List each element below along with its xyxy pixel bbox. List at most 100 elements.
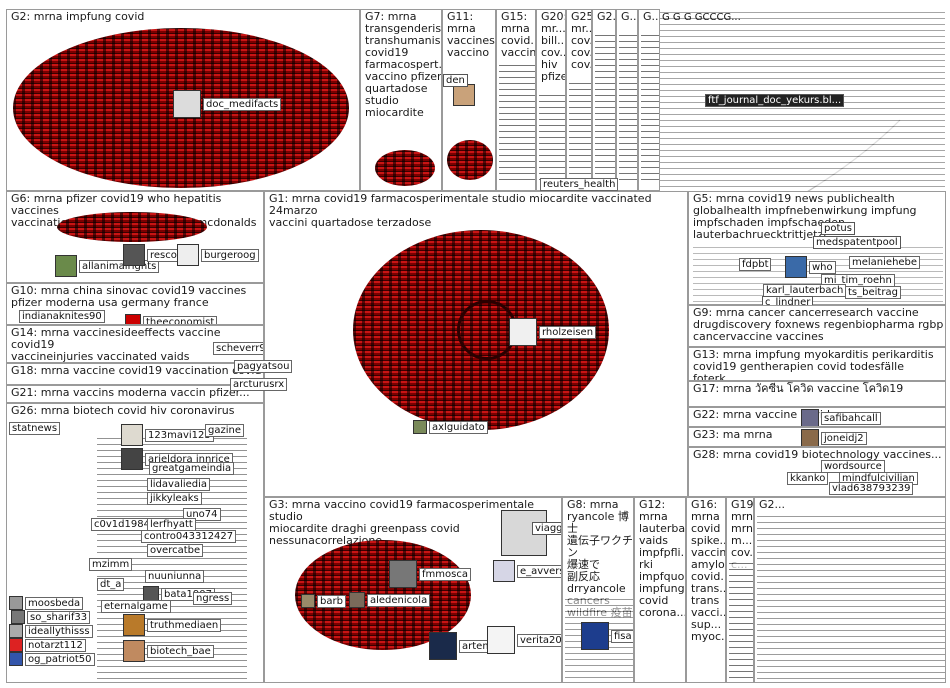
- node-cluster: [729, 558, 753, 678]
- node-lidavaliedia[interactable]: lidavaliedia: [147, 478, 211, 491]
- node-gazine[interactable]: gazine: [205, 424, 244, 437]
- node-ngress[interactable]: ngress: [193, 592, 233, 605]
- node-label: ts_beitrag: [845, 286, 901, 299]
- node-label: resco: [147, 248, 180, 262]
- group-g11: G11: mrna vaccines vaccino: [442, 9, 496, 191]
- node-truthmediaen[interactable]: truthmediaen: [123, 614, 222, 636]
- node-label: burgeroog: [201, 248, 259, 262]
- node-so-sharif33[interactable]: so_sharif33: [11, 610, 91, 624]
- node-fdpbt[interactable]: fdpbt: [739, 258, 772, 271]
- node-label: og_patriot50: [25, 652, 95, 666]
- node-resco[interactable]: resco: [123, 244, 180, 266]
- avatar: [413, 420, 427, 434]
- avatar: [125, 314, 141, 324]
- group-g5: G5: mrna covid19 news publichealth globa…: [688, 191, 946, 305]
- node-greatgameindia[interactable]: greatgameindia: [149, 462, 235, 475]
- node-cluster: [569, 80, 591, 180]
- node-eternalgame[interactable]: eternalgame: [101, 600, 171, 613]
- node-who[interactable]: who: [785, 256, 836, 278]
- group-gy: G...: [616, 9, 638, 191]
- avatar: [9, 624, 23, 638]
- group-g7: G7: mrna transgenderis... transhumanism …: [360, 9, 442, 191]
- node-vlad638793239[interactable]: vlad638793239: [829, 482, 914, 495]
- group-g12: G12: mrna lauterba... vaids impfpfli... …: [634, 497, 686, 683]
- node-axlguidato[interactable]: axlguidato: [413, 420, 488, 434]
- node-label: e_avvers: [517, 564, 561, 578]
- node-label: so_sharif33: [27, 610, 91, 624]
- node-fisa[interactable]: fisa: [581, 622, 633, 650]
- node-ts-beitrag[interactable]: ts_beitrag: [845, 286, 901, 299]
- node-nuuniunna[interactable]: nuuniunna: [145, 570, 205, 583]
- group-title: G9: mrna cancer cancerresearch vaccine d…: [693, 306, 944, 343]
- node-reuters-health[interactable]: reuters_health: [540, 178, 619, 191]
- node-moosbeda[interactable]: moosbeda: [9, 596, 84, 610]
- avatar: [301, 594, 315, 608]
- group-title: G18: mrna vaccine covid19 vaccination co…: [11, 364, 262, 377]
- group-title: G10: mrna china sinovac covid19 vaccines…: [11, 284, 247, 309]
- node-arcturusrx[interactable]: arcturusrx: [230, 378, 288, 391]
- node-pagyatsou[interactable]: pagyatsou: [234, 360, 293, 373]
- avatar: [121, 424, 143, 446]
- group-g1: G1: mrna covid19 farmacosperimentale stu…: [264, 191, 688, 497]
- node-biotech-bae[interactable]: biotech_bae: [123, 640, 214, 662]
- node-burgeroog[interactable]: burgeroog: [177, 244, 259, 266]
- node-kkanko[interactable]: kkanko: [787, 472, 829, 485]
- node-overcatbe[interactable]: overcatbe: [147, 544, 204, 557]
- node-og-patriot50[interactable]: og_patriot50: [9, 652, 95, 666]
- node-notarzt112[interactable]: notarzt112: [9, 638, 86, 652]
- node-aledenicola[interactable]: aledenicola: [349, 592, 431, 608]
- node-label: biotech_bae: [147, 644, 214, 658]
- group-g15: G15: mrna covid... vaccin: [496, 9, 536, 191]
- avatar: [123, 640, 145, 662]
- node-jikkyleaks[interactable]: jikkyleaks: [147, 492, 202, 505]
- node-fmmosca[interactable]: fmmosca: [389, 560, 471, 588]
- node-artem[interactable]: artem: [429, 632, 496, 660]
- node-indianaknites90[interactable]: indianaknites90: [19, 310, 105, 323]
- node-label: mindfulcivilian: [839, 472, 918, 485]
- group-g2x: G2...: [592, 9, 616, 191]
- node-control[interactable]: contro043312427: [141, 530, 237, 543]
- node-joneidj2[interactable]: joneidj2: [801, 429, 867, 446]
- node-ideallythisss[interactable]: ideallythisss: [9, 624, 93, 638]
- avatar: [177, 244, 199, 266]
- node-melaniehebe[interactable]: melaniehebe: [849, 256, 921, 269]
- group-title: G...: [621, 10, 637, 23]
- node-rholzeisen[interactable]: rholzeisen: [509, 318, 597, 346]
- group-g8: G8: mrna ryancole 博士 遺伝子ワクチン 爆速で 副反応 drr…: [562, 497, 634, 683]
- node-label-potus: potus: [821, 222, 855, 235]
- node-dt-a[interactable]: dt_a: [97, 578, 125, 591]
- group-g26: G26: mrna biotech covid hiv coronavirus …: [6, 403, 264, 683]
- node-label: aledenicola: [367, 593, 431, 607]
- node-label: axlguidato: [429, 420, 488, 434]
- node-uno74[interactable]: uno74: [183, 508, 221, 521]
- node-den[interactable]: [453, 84, 475, 106]
- node-123mavi123[interactable]: 123mavi123: [121, 424, 214, 446]
- group-g21: G21: mrna vaccins moderna vaccin pfizer.…: [6, 385, 264, 403]
- node-verita2019[interactable]: verita2019: [487, 626, 561, 654]
- avatar: [509, 318, 537, 346]
- avatar: [581, 622, 609, 650]
- node-mzimm[interactable]: mzimm: [89, 558, 133, 571]
- group-g16: G16: mrna covid spike... vaccin... amylo…: [686, 497, 726, 683]
- node-barb[interactable]: barb: [301, 594, 346, 608]
- node-label: statnews: [9, 422, 61, 435]
- group-title: G20: mr... bill... cov... hiv pfizer: [541, 10, 566, 83]
- node-statnews[interactable]: statnews: [9, 422, 61, 435]
- node-doc-medifacts[interactable]: doc_medifacts: [173, 90, 282, 118]
- node-safibahcall[interactable]: safibahcall: [801, 409, 881, 426]
- node-label: dt_a: [97, 578, 125, 591]
- group-title: G1: mrna covid19 farmacosperimentale stu…: [269, 192, 652, 229]
- node-label: pagyatsou: [234, 360, 293, 373]
- node-e-avvers[interactable]: e_avvers: [493, 560, 561, 582]
- avatar: [801, 429, 819, 446]
- group-gz: G...: [638, 9, 660, 191]
- node-label: melaniehebe: [849, 256, 921, 269]
- group-g23: G23: ma mrna joneidj2: [688, 427, 946, 447]
- ring: [457, 300, 517, 360]
- node-label: mzimm: [89, 558, 133, 571]
- node-scheverr9[interactable]: scheverr9: [213, 342, 263, 355]
- node-label: eternalgame: [101, 600, 171, 613]
- node-mindfulcivilian[interactable]: mindfulcivilian: [839, 472, 918, 485]
- group-g13: G13: mrna impfung myokarditis perikardit…: [688, 347, 946, 381]
- node-theeconomist[interactable]: theeconomist: [125, 314, 218, 324]
